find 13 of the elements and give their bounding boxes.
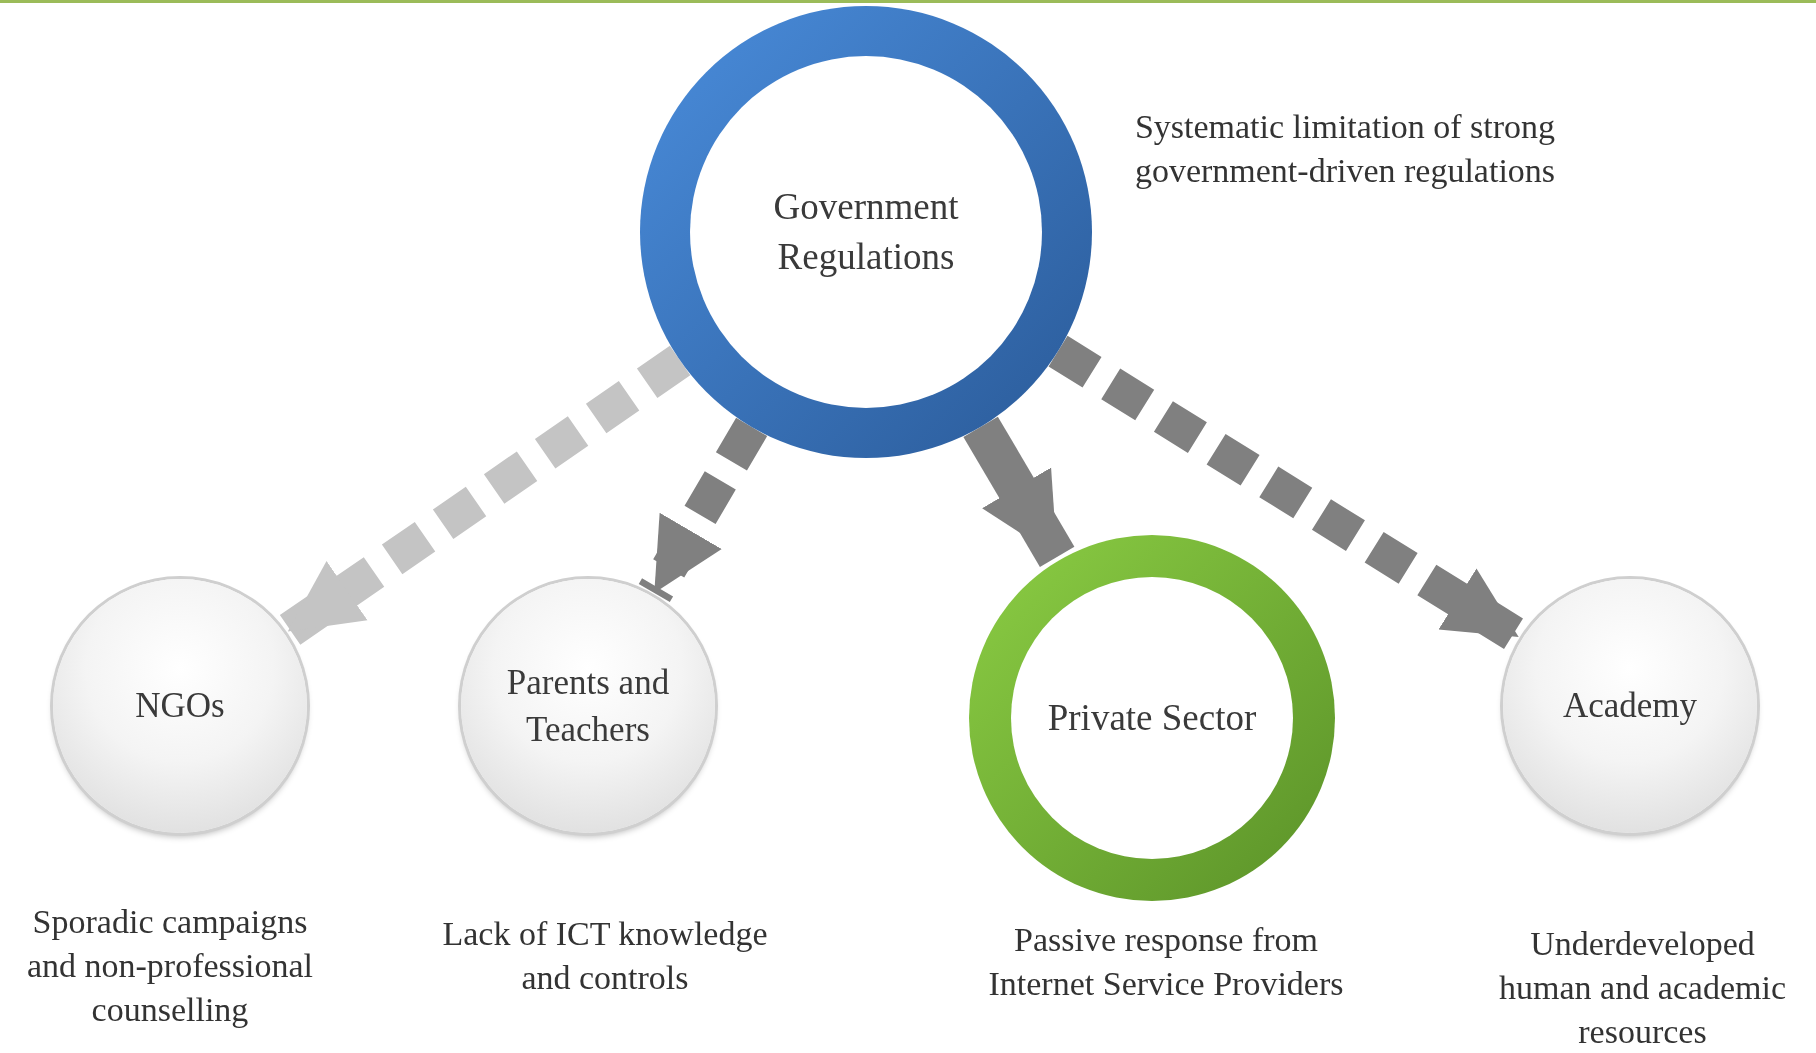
block-arrow [638, 417, 768, 603]
node-label: Academy [1562, 685, 1698, 728]
description-text: Passive response from Internet Service Providers [987, 920, 1345, 1005]
description-text: Sporadic campaigns and non-professional counselling [25, 902, 315, 1031]
node-label: NGOs [135, 685, 225, 728]
description-text: Underdeveloped human and academic resources [1498, 924, 1787, 1053]
description-text: Systematic limitation of strong government-driven regulations [1133, 107, 1557, 192]
block-arrow [963, 416, 1075, 567]
block-arrow [277, 345, 691, 647]
node-label: Government Regulations [772, 185, 960, 279]
node-label: Private Sector [1047, 696, 1257, 741]
node-label: Parents and Teachers [505, 661, 671, 751]
description-text: Lack of ICT knowledge and controls [441, 914, 769, 999]
